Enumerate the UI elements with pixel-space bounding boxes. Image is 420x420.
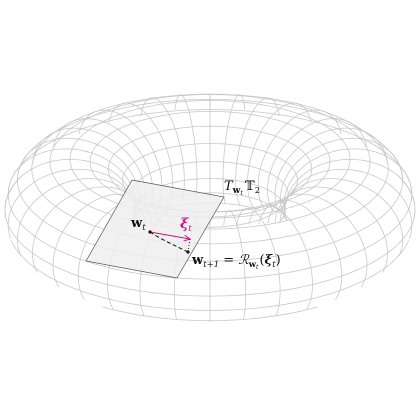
point-wt1-dot (186, 250, 190, 254)
tangent-vector-label: ξt (180, 216, 192, 234)
projection-dotted-line (187, 238, 191, 253)
retraction-label: wt+1 = ℛwt(ξt) (191, 253, 281, 271)
point-wt-label: wt (130, 216, 146, 233)
tangent-vector-arrow (149, 231, 190, 239)
retraction-path (149, 231, 189, 253)
point-wt-dot (148, 230, 152, 234)
tangent-plane (85, 179, 225, 279)
